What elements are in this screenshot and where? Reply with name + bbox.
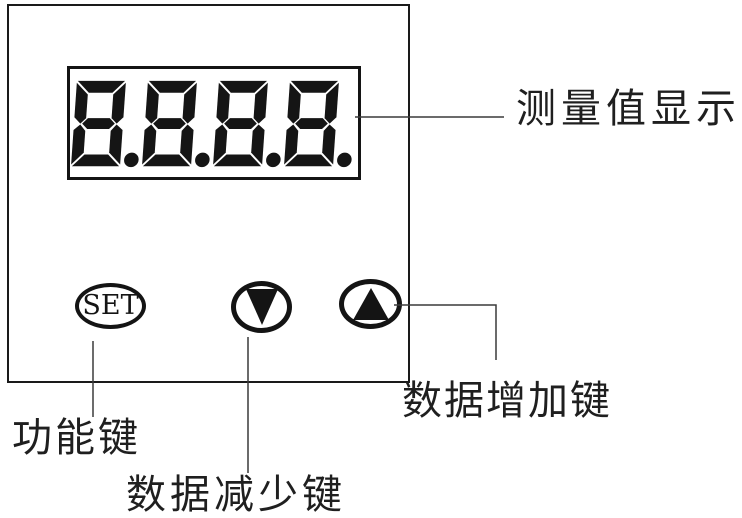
decrease-annotation: 数据减少键 [126, 472, 346, 518]
triangle-up-icon [352, 287, 389, 321]
increase-annotation: 数据增加键 [402, 378, 612, 424]
seven-segment-digit [71, 80, 139, 167]
seven-segment-digits [70, 69, 358, 177]
set-annotation: 功能键 [12, 415, 141, 461]
seven-segment-digit [284, 80, 352, 167]
display-annotation: 测量值显示 [516, 86, 741, 132]
seven-segment-digit [142, 80, 210, 167]
increase-button[interactable] [339, 279, 402, 329]
seven-segment-digit [213, 80, 281, 167]
set-button[interactable]: SET [75, 283, 146, 329]
measurement-display [67, 66, 361, 180]
triangle-down-icon [245, 289, 278, 325]
decrease-button[interactable] [231, 281, 292, 333]
set-button-label: SET [82, 289, 139, 321]
device-panel: SET [7, 4, 410, 383]
